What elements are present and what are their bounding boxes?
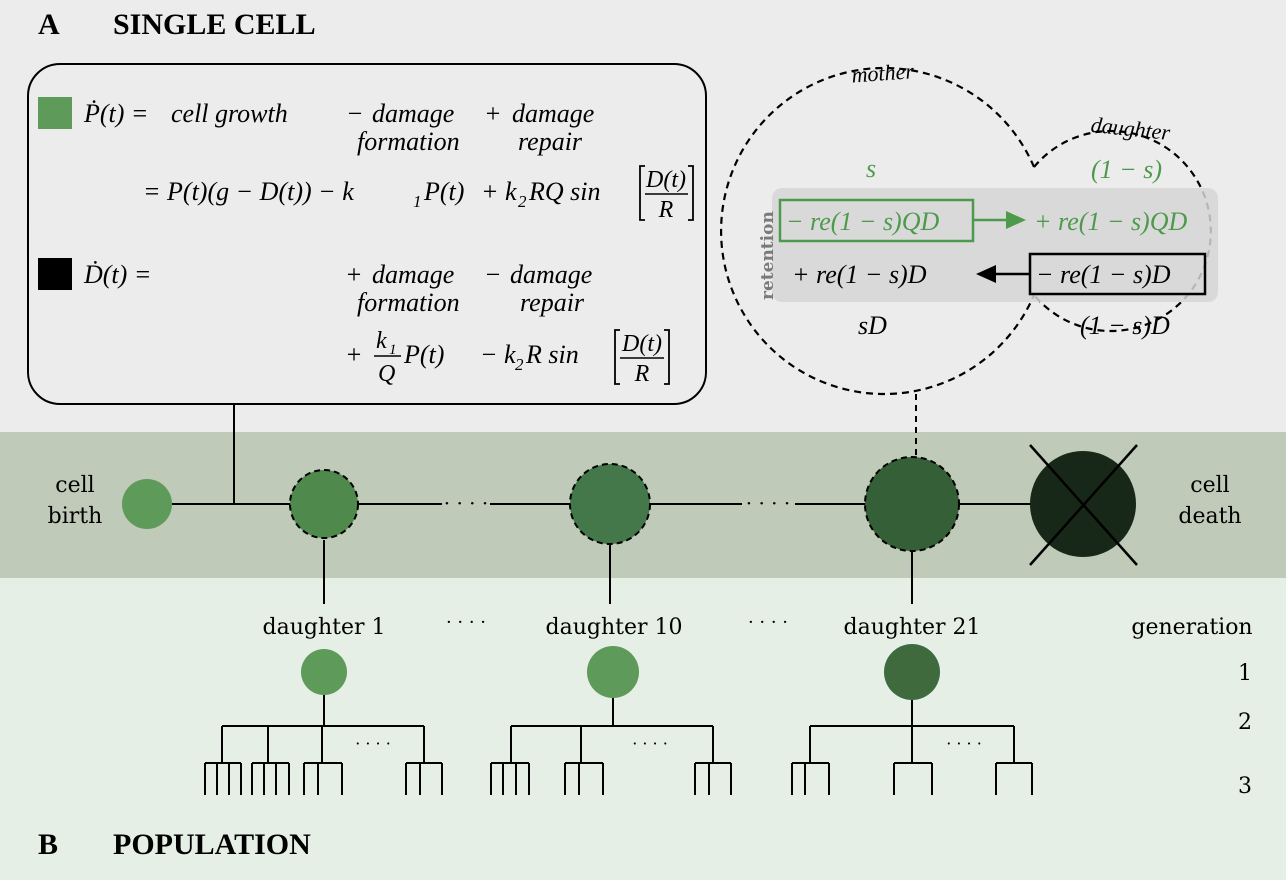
damage-retention-box: [1028, 252, 1207, 296]
protein-retention-minus: − re(1 − s)QD: [786, 207, 939, 236]
d-k1: k: [376, 328, 387, 354]
d-dot-lhs: Ḋ(t) =: [83, 260, 151, 289]
daughter-label-21: daughter 21: [844, 615, 981, 640]
d-term3-line2: repair: [520, 288, 585, 317]
daughter-dots-2: · · · ·: [748, 612, 788, 633]
d-fraction: D(t) R: [614, 329, 670, 387]
daughter-label-10: daughter 10: [546, 615, 683, 640]
retention-panel: [772, 188, 1218, 302]
death-cross-2: [1029, 444, 1138, 566]
cell-division-diagram: mother daughter s (1 − s) retention − re…: [719, 58, 1218, 458]
p-line2-a: = P(t)(g − D(t)) − k: [143, 177, 354, 206]
lineage-tree-10: [490, 698, 732, 795]
p-frac-num: D(t): [645, 167, 686, 193]
p-dot-lhs: Ṗ(t) =: [83, 99, 148, 128]
lineage-tree-1: [204, 695, 443, 795]
death-label-line1: cell: [1190, 473, 1229, 498]
p-term3-sign: +: [484, 99, 502, 128]
section-b-title: POPULATION: [113, 828, 311, 861]
protein-legend-square: [38, 97, 72, 129]
daughter-fraction-1-minus-s: (1 − s): [1091, 155, 1162, 184]
generation-2: 2: [1238, 710, 1252, 735]
section-b-letter: B: [38, 828, 58, 861]
damage-legend-square: [38, 258, 72, 290]
d-frac-num: D(t): [621, 331, 662, 357]
population: daughter 1 daughter 10 daughter 21 · · ·…: [204, 612, 1253, 799]
mother-damage-sD: sD: [858, 311, 887, 340]
daughter-damage: (1 − s)D: [1080, 311, 1170, 340]
d-term2-line1: damage: [372, 260, 454, 289]
p-term3-line1: damage: [512, 99, 594, 128]
daughter-cell-10: [587, 646, 639, 698]
mother-stage-10: [569, 463, 651, 545]
p-term2-line2: formation: [357, 127, 460, 156]
lifeline-dots-2: · · · ·: [746, 491, 791, 515]
generation-3: 3: [1238, 774, 1252, 799]
mother-cell-outline: [719, 66, 1036, 396]
p-line2-b: P(t): [423, 177, 464, 206]
d-k1-sub: 1: [389, 342, 397, 358]
lifeline-dots-1: · · · ·: [444, 491, 489, 515]
generation-header: generation: [1131, 615, 1252, 640]
mother-fraction-s: s: [866, 154, 876, 183]
p-frac-den: R: [658, 197, 674, 223]
tree-1-dots: · · · ·: [355, 734, 391, 753]
daughter-label-1: daughter 1: [263, 615, 386, 640]
daughter-cell-21: [884, 644, 940, 700]
lifeline: cell birth cell death · · · · · · · ·: [48, 444, 1242, 604]
damage-retention-minus: − re(1 − s)D: [1036, 260, 1171, 289]
p-term-cell-growth: cell growth: [171, 99, 288, 128]
birth-label-line2: birth: [48, 504, 103, 529]
d-term3-line1: damage: [510, 260, 592, 289]
birth-cell: [122, 479, 172, 529]
d-line2-sub2: 2: [515, 355, 524, 374]
p-term2-sign: −: [346, 99, 364, 128]
lineage-tree-21: [791, 700, 1033, 795]
tree-21-dots: · · · ·: [946, 734, 982, 753]
daughter-dots-1: · · · ·: [446, 612, 486, 633]
d-line2-minus-k: − k: [480, 340, 516, 369]
d-k1-over-q: k 1 Q: [374, 328, 401, 387]
death-label-line2: death: [1178, 504, 1241, 529]
p-line2-sub1: 1: [413, 192, 422, 211]
p-line2-c: + k: [481, 177, 517, 206]
p-fraction: D(t) R: [639, 165, 694, 223]
section-a-title: SINGLE CELL: [113, 8, 316, 41]
section-b-background: [0, 578, 1286, 880]
damage-retention-plus: + re(1 − s)D: [792, 260, 927, 289]
d-line2-plus: +: [345, 340, 363, 369]
d-frac-den: R: [634, 361, 650, 387]
p-line2-sub2: 2: [518, 192, 527, 211]
d-term2-sign: +: [345, 260, 363, 289]
d-line2-r-sin: R sin: [525, 340, 579, 369]
daughter-cell-1: [301, 649, 347, 695]
mother-stage-1: [289, 469, 359, 539]
section-a-letter: A: [38, 8, 60, 41]
d-term2-line2: formation: [357, 288, 460, 317]
mother-stage-21: [864, 456, 960, 552]
equation-box: Ṗ(t) = cell growth − damage formation + …: [27, 63, 707, 504]
protein-retention-box: [778, 198, 975, 243]
generation-1: 1: [1238, 661, 1252, 686]
protein-retention-plus: + re(1 − s)QD: [1034, 207, 1187, 236]
birth-label-line1: cell: [55, 473, 94, 498]
d-line2-p: P(t): [403, 340, 444, 369]
p-term2-line1: damage: [372, 99, 454, 128]
d-q: Q: [378, 361, 395, 387]
damage-arrow-head: [976, 265, 996, 283]
p-line2-d: RQ sin: [528, 177, 601, 206]
d-term3-sign: −: [484, 260, 502, 289]
tree-10-dots: · · · ·: [632, 734, 668, 753]
retention-label: retention: [758, 211, 778, 300]
p-term3-line2: repair: [518, 127, 583, 156]
mother-label: mother: [851, 58, 915, 87]
protein-arrow-head: [1006, 211, 1026, 229]
